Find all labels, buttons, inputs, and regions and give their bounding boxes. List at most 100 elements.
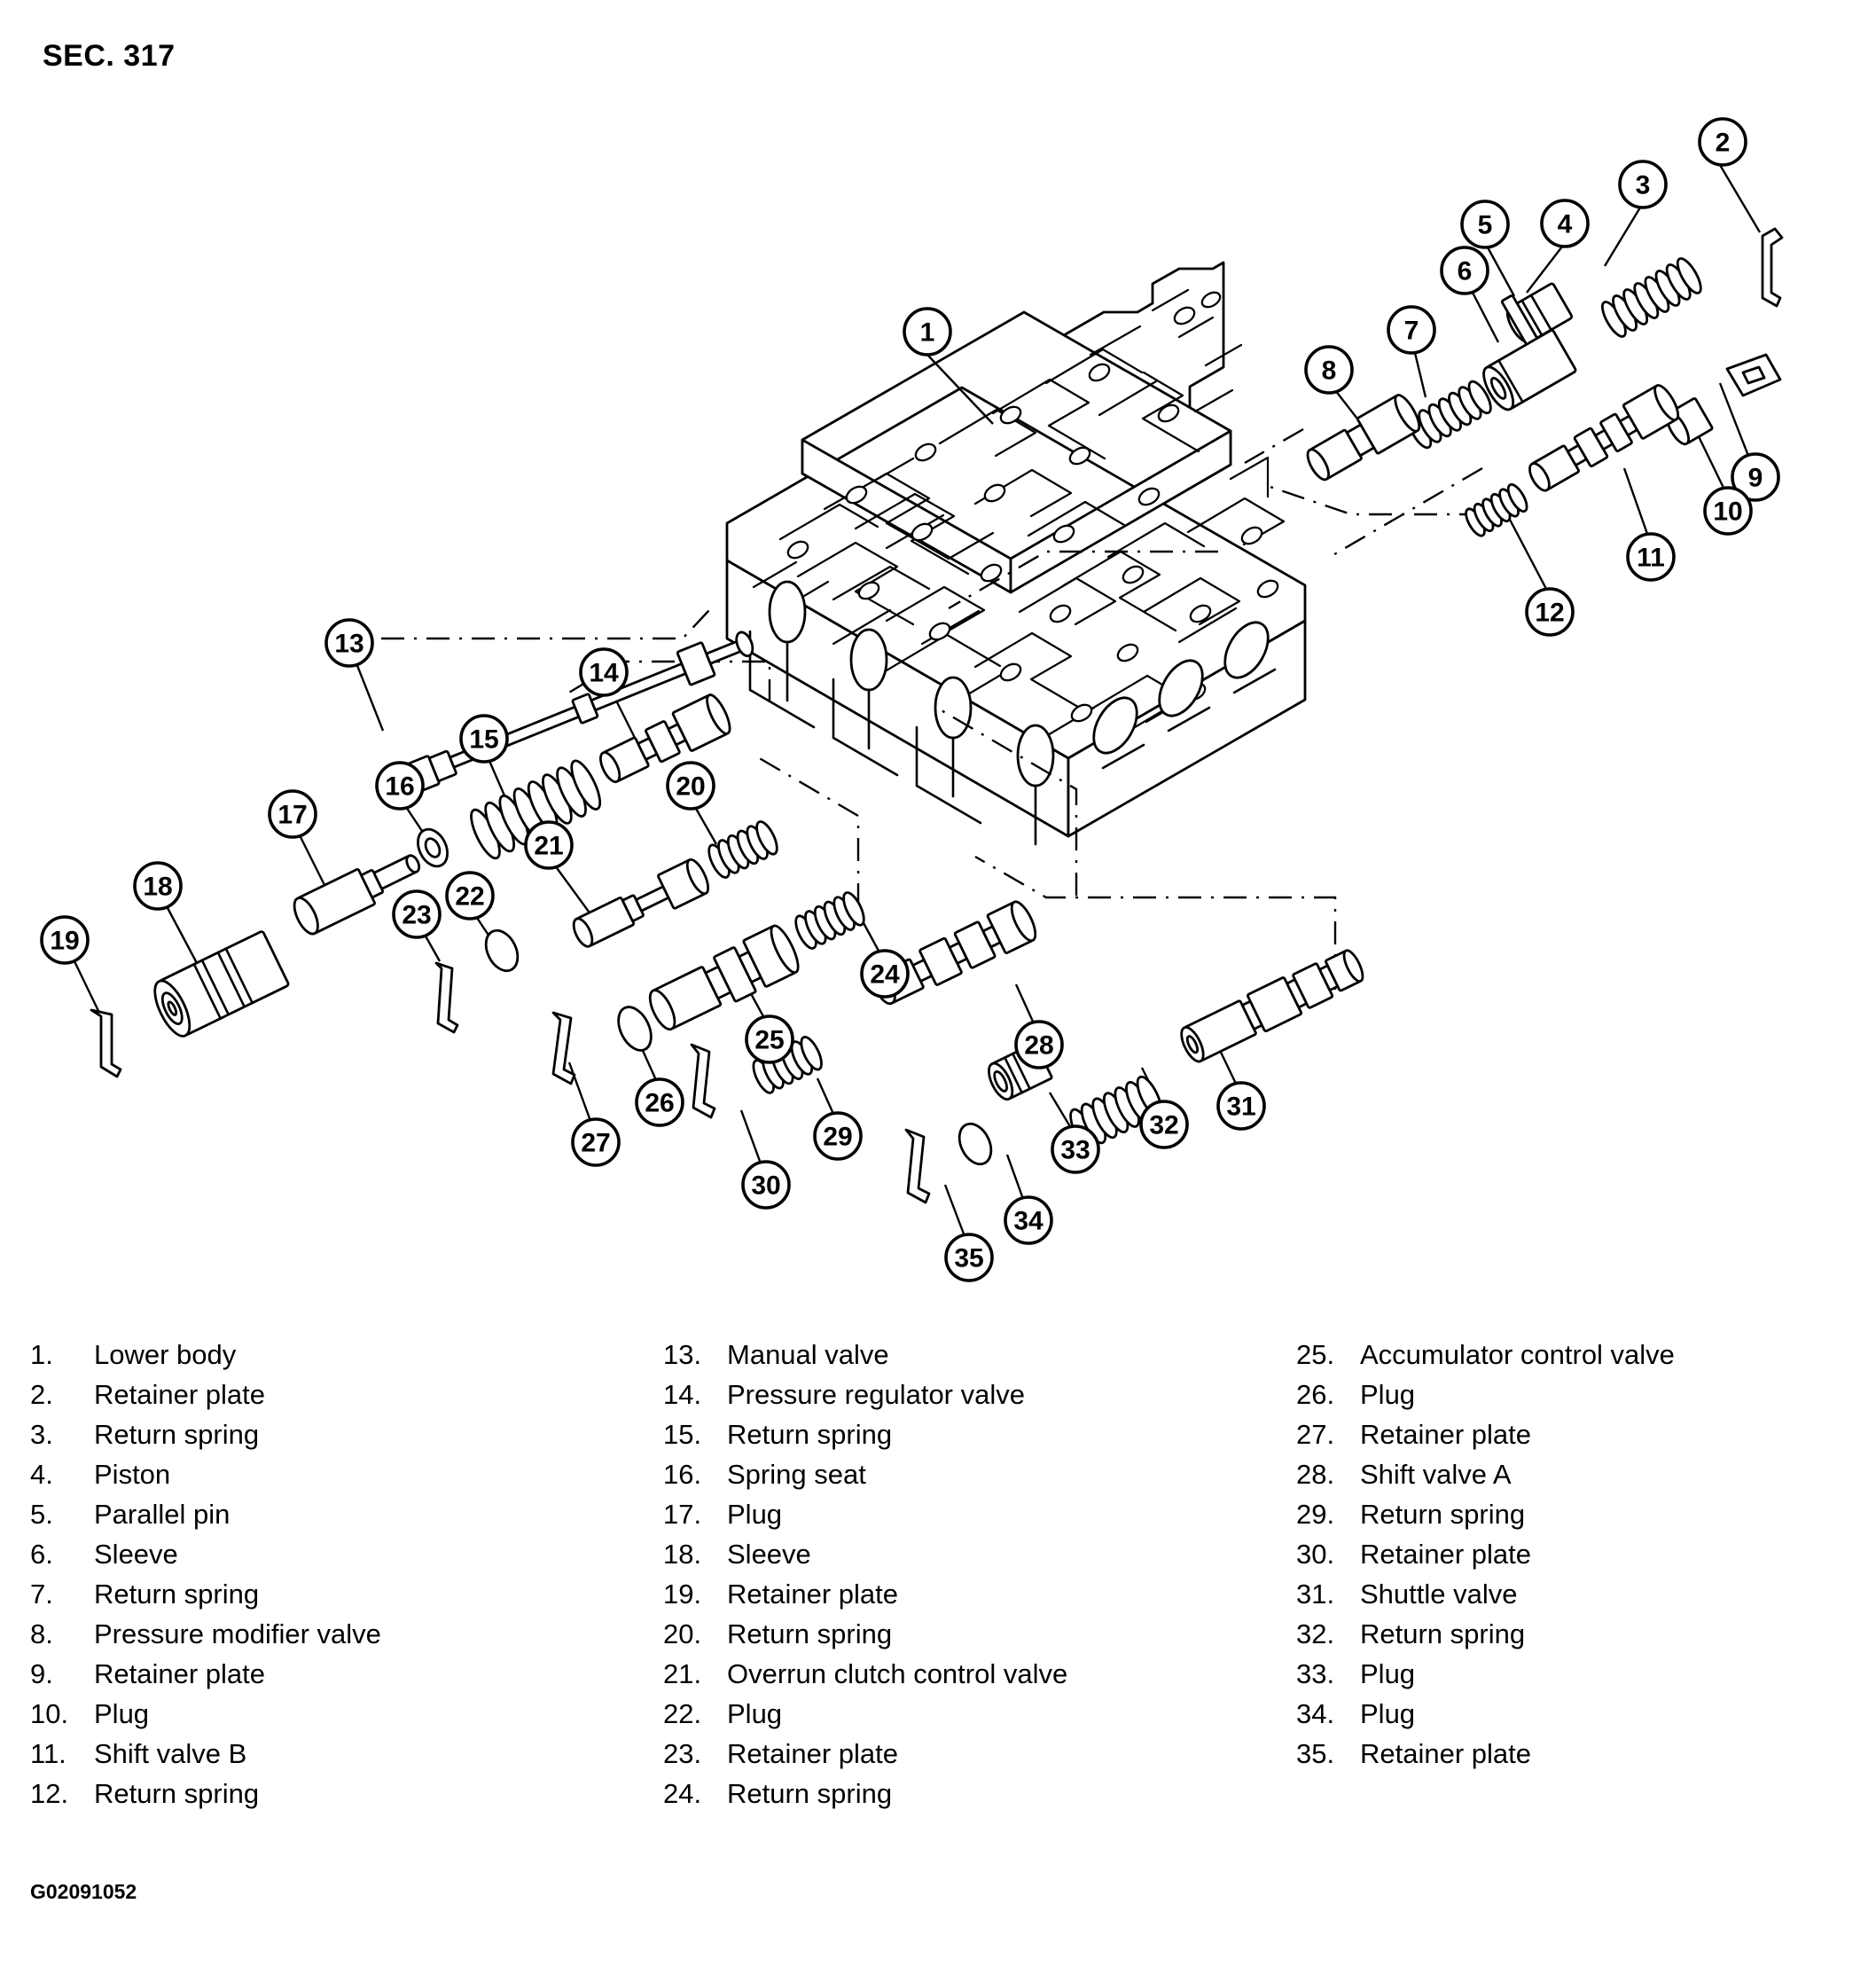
callout-balloon-21[interactable]: 21 — [524, 820, 574, 870]
legend-item-label: Retainer plate — [727, 1738, 899, 1769]
callout-balloon-13[interactable]: 13 — [324, 618, 374, 668]
balloon-number: 34 — [1013, 1207, 1044, 1236]
legend-item-label: Return spring — [727, 1778, 893, 1809]
legend-item-number: 35. — [1296, 1738, 1335, 1769]
callout-balloon-32[interactable]: 32 — [1139, 1100, 1189, 1149]
callout-balloon-1[interactable]: 1 — [903, 307, 952, 356]
callout-balloon-31[interactable]: 31 — [1216, 1081, 1266, 1131]
callout-balloon-35[interactable]: 35 — [944, 1233, 994, 1282]
callout-balloon-27[interactable]: 27 — [571, 1117, 621, 1167]
balloon-number: 21 — [534, 832, 563, 861]
callout-balloon-15[interactable]: 15 — [459, 714, 509, 764]
legend-item-number: 9. — [30, 1658, 53, 1689]
legend-item-label: Parallel pin — [94, 1499, 231, 1530]
balloon-circle — [1304, 345, 1354, 395]
balloon-circle — [635, 1077, 684, 1127]
callout-balloon-10[interactable]: 10 — [1703, 486, 1753, 536]
callout-balloon-34[interactable]: 34 — [1004, 1195, 1053, 1245]
callout-balloon-23[interactable]: 23 — [392, 889, 442, 939]
balloon-circle — [1540, 199, 1590, 248]
callout-balloon-30[interactable]: 30 — [741, 1160, 791, 1210]
callout-balloon-3[interactable]: 3 — [1618, 160, 1668, 209]
balloon-circle — [459, 714, 509, 764]
legend-row: 23.Retainer plate — [663, 1734, 1284, 1774]
balloon-circle — [903, 307, 952, 356]
legend-item-label: Accumulator control valve — [1360, 1339, 1675, 1370]
callout-balloon-29[interactable]: 29 — [813, 1111, 863, 1161]
assembly-reference-lines — [381, 427, 1483, 990]
legend-row: 14.Pressure regulator valve — [663, 1375, 1284, 1414]
legend-row: 7.Return spring — [30, 1574, 642, 1614]
callout-balloon-4[interactable]: 4 — [1540, 199, 1590, 248]
legend-item-number: 30. — [1296, 1539, 1335, 1570]
balloon-number: 23 — [402, 901, 431, 930]
legend-item-label: Sleeve — [94, 1539, 178, 1570]
diagram-canvas: 1234567891011121314151617181920212223242… — [40, 117, 1784, 1282]
part-shift-valve-b-11 — [1528, 384, 1680, 492]
legend-row: 18.Sleeve — [663, 1534, 1284, 1574]
legend-item-number: 10. — [30, 1698, 69, 1729]
callout-balloon-22[interactable]: 22 — [445, 871, 495, 920]
callout-balloon-5[interactable]: 5 — [1460, 200, 1510, 249]
part-plug-10 — [1665, 397, 1714, 446]
legend-item-number: 11. — [30, 1738, 66, 1769]
callout-balloons: 1234567891011121314151617181920212223242… — [40, 117, 1780, 1282]
callout-balloon-26[interactable]: 26 — [635, 1077, 684, 1127]
balloon-number: 10 — [1713, 497, 1742, 527]
callout-balloon-11[interactable]: 11 — [1626, 532, 1676, 582]
callout-balloon-8[interactable]: 8 — [1304, 345, 1354, 395]
balloon-circle — [1014, 1020, 1064, 1069]
part-retainer-plate-30 — [690, 1043, 716, 1119]
balloon-circle — [40, 915, 90, 965]
balloon-number: 18 — [143, 873, 172, 902]
balloon-number: 33 — [1060, 1136, 1090, 1165]
legend-row: 13.Manual valve — [663, 1335, 1284, 1375]
callout-balloon-16[interactable]: 16 — [375, 761, 425, 811]
part-retainer-plate-19 — [90, 1008, 122, 1078]
balloon-number: 9 — [1748, 464, 1763, 493]
legend-item-number: 20. — [663, 1618, 702, 1649]
legend-item-number: 16. — [663, 1459, 702, 1490]
legend-item-number: 18. — [663, 1539, 702, 1570]
callout-balloon-19[interactable]: 19 — [40, 915, 90, 965]
callout-balloon-28[interactable]: 28 — [1014, 1020, 1064, 1069]
callout-balloon-20[interactable]: 20 — [666, 761, 715, 811]
balloon-number: 12 — [1535, 599, 1564, 628]
balloon-circle — [524, 820, 574, 870]
legend-item-number: 8. — [30, 1618, 53, 1649]
callout-balloon-12[interactable]: 12 — [1525, 587, 1575, 637]
callout-balloon-14[interactable]: 14 — [579, 647, 629, 697]
legend-row: 27.Retainer plate — [1296, 1414, 1864, 1454]
balloon-circle — [324, 618, 374, 668]
callout-balloon-24[interactable]: 24 — [860, 949, 910, 999]
balloon-number: 27 — [581, 1129, 610, 1158]
callout-balloon-25[interactable]: 25 — [745, 1015, 794, 1064]
callout-balloon-18[interactable]: 18 — [133, 861, 183, 911]
legend-row: 34.Plug — [1296, 1694, 1864, 1734]
legend-row: 1.Lower body — [30, 1335, 642, 1375]
callout-balloon-17[interactable]: 17 — [268, 789, 317, 839]
callout-balloon-9[interactable]: 9 — [1731, 452, 1780, 502]
callout-balloon-33[interactable]: 33 — [1051, 1124, 1100, 1174]
callout-balloon-2[interactable]: 2 — [1698, 117, 1747, 167]
balloon-circle — [745, 1015, 794, 1064]
legend-row: 28.Shift valve A — [1296, 1454, 1864, 1494]
balloon-number: 3 — [1636, 171, 1651, 200]
part-retainer-plate-2 — [1761, 227, 1784, 308]
balloon-circle — [1216, 1081, 1266, 1131]
legend-row: 25.Accumulator control valve — [1296, 1335, 1864, 1375]
legend-item-label: Manual valve — [727, 1339, 889, 1370]
part-accumulator-control-valve-25 — [648, 924, 800, 1031]
part-return-spring-12 — [1465, 482, 1528, 537]
legend-row: 8.Pressure modifier valve — [30, 1614, 642, 1654]
balloon-number: 24 — [870, 960, 900, 990]
balloon-number: 20 — [676, 772, 705, 802]
part-retainer-plate-27 — [551, 1011, 576, 1085]
callout-balloon-6[interactable]: 6 — [1440, 246, 1489, 295]
legend-row: 24.Return spring — [663, 1774, 1284, 1814]
callout-balloon-7[interactable]: 7 — [1387, 305, 1436, 355]
legend-item-label: Retainer plate — [727, 1579, 899, 1610]
